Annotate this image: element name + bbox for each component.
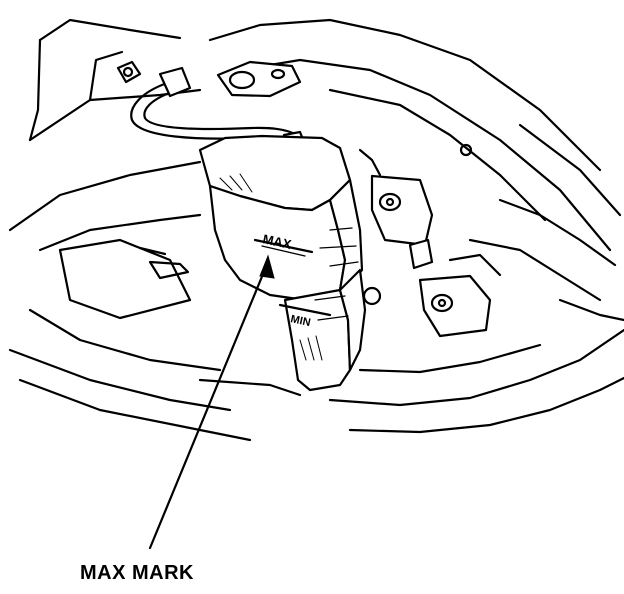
max-mark-callout-label: MAX MARK [80,562,194,584]
coolant-reservoir: MAX MIN [198,130,367,392]
callout-leader-line [148,260,270,550]
tank-max-text: MAX [261,231,293,252]
min-level-line [278,303,332,317]
max-level-line [253,238,314,254]
callout-leader [148,254,275,550]
tank-min-text: MIN [289,313,311,329]
engine-bay-background [8,18,624,442]
callout-arrowhead-icon [259,254,275,279]
